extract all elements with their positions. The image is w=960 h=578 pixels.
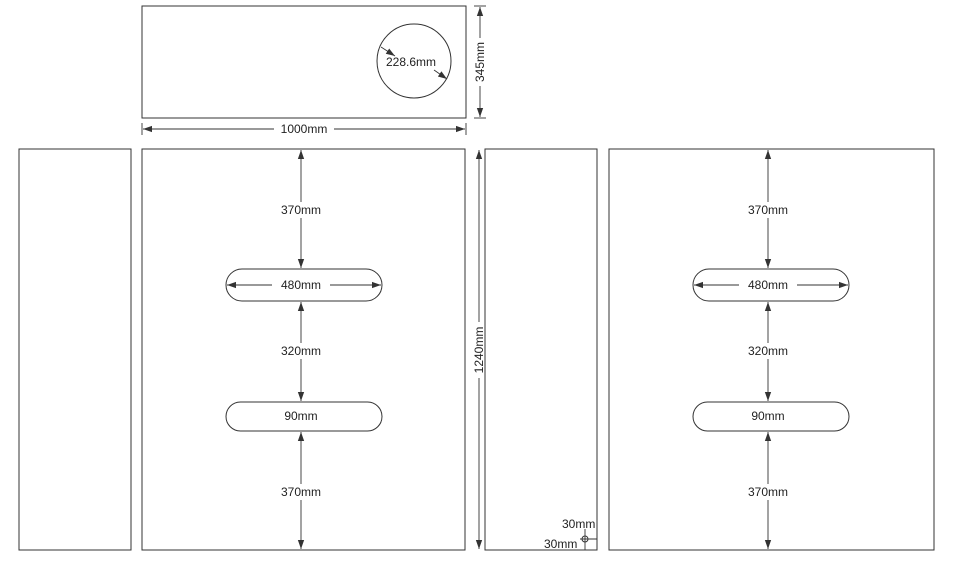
lower-slot-right <box>692 401 850 432</box>
left-end-panel <box>18 148 132 551</box>
side-height-dimension: 1240mm <box>471 150 487 549</box>
top-width-label: 1000mm <box>281 122 328 136</box>
slot-height-label-left: 90mm <box>284 409 317 423</box>
between-gap-label-right: 320mm <box>748 344 788 358</box>
slot-width-label-right: 480mm <box>748 278 788 292</box>
side-panel: 30mm 30mm <box>484 148 598 551</box>
side-height-label: 1240mm <box>472 327 486 374</box>
circle-dim-arrow-left <box>380 46 396 57</box>
between-gap-label-left: 320mm <box>281 344 321 358</box>
bottom-gap-label-right: 370mm <box>748 485 788 499</box>
hole-offset-side-label: 30mm <box>544 537 577 551</box>
lower-slot-left <box>225 401 383 432</box>
slot-width-label-left: 480mm <box>281 278 321 292</box>
top-panel: 228.6mm 345mm 1000mm <box>141 5 488 137</box>
bottom-gap-label-left: 370mm <box>281 485 321 499</box>
circle-diameter-label: 228.6mm <box>386 55 436 69</box>
front-panel-right: 370mm 480mm 320mm 90mm 370mm <box>608 148 935 551</box>
circle-cutout <box>376 23 452 99</box>
side-panel-outline <box>484 148 598 551</box>
hole-offset-top-label: 30mm <box>562 517 595 531</box>
top-height-label: 345mm <box>473 42 487 82</box>
top-gap-label-right: 370mm <box>748 203 788 217</box>
top-gap-label-left: 370mm <box>281 203 321 217</box>
front-panel-left: 370mm 480mm 320mm 90mm 370mm <box>141 148 466 551</box>
circle-dim-arrow-right <box>433 69 448 80</box>
slot-height-label-right: 90mm <box>751 409 784 423</box>
